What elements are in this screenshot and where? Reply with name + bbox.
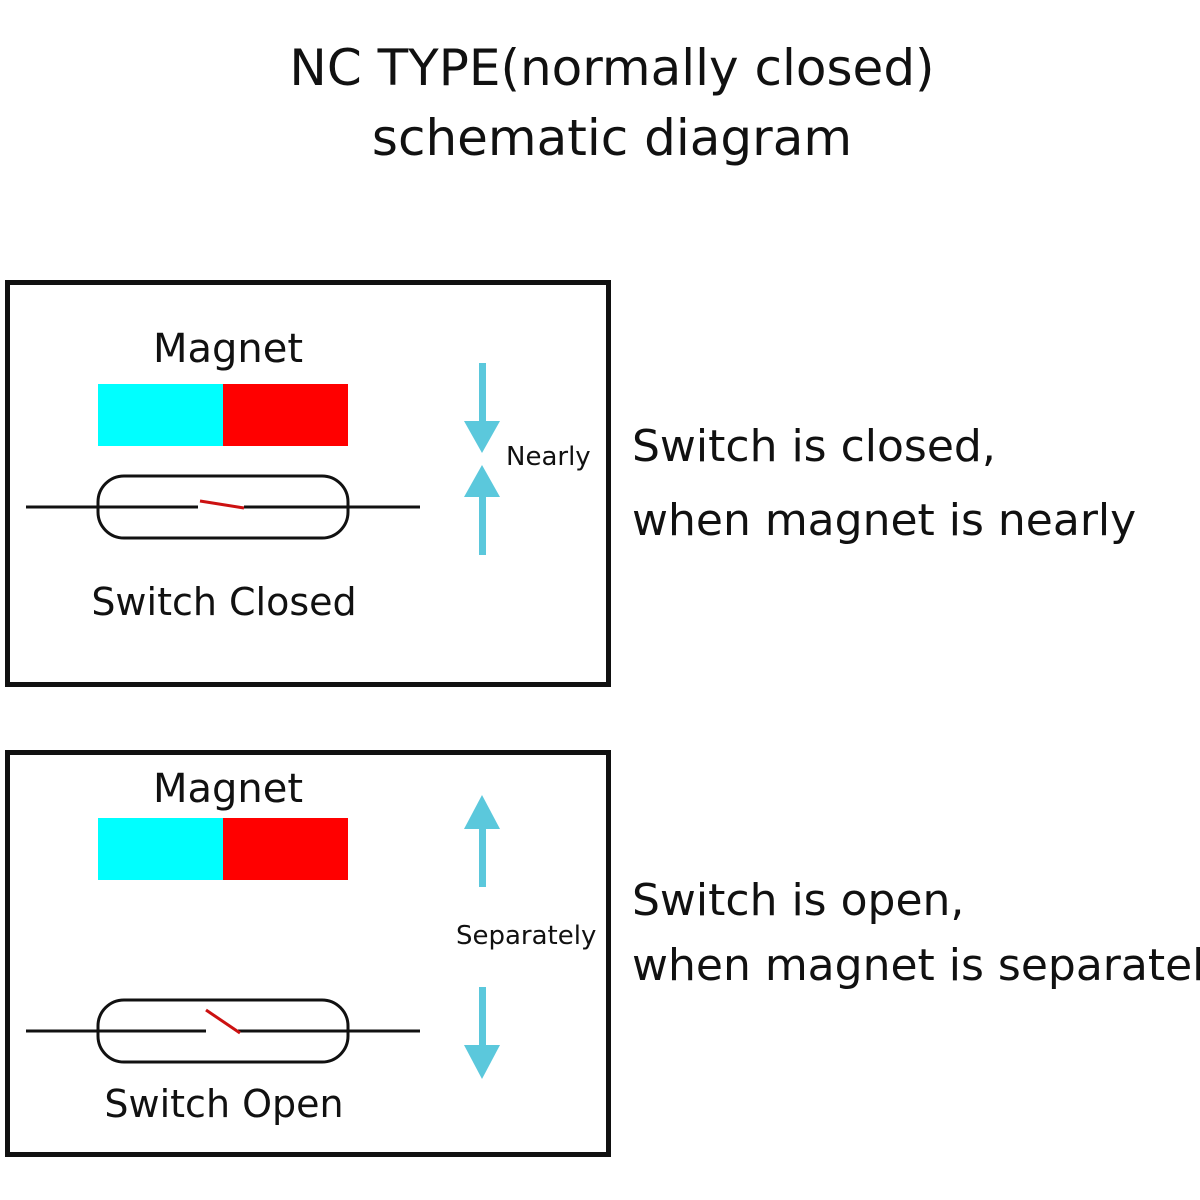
open-description-line-1: Switch is open, [632,875,965,926]
arrow-diverging-icon [464,795,500,1079]
magnet-south-pole [223,818,348,880]
reed-contact-open [205,1008,241,1035]
magnet-bar [98,818,348,880]
reed-switch-closed [26,474,420,540]
magnet-label: Magnet [152,766,304,812]
switch-state-label: Switch Open [104,1082,344,1126]
reed-switch-open [26,998,420,1064]
switch-state-label: Switch Closed [91,580,357,624]
diagram-title-line-2: schematic diagram [371,109,853,167]
magnet-bar [98,384,348,446]
closed-description-line-2: when magnet is nearly [632,495,1137,546]
magnet-north-pole [98,818,223,880]
magnet-south-pole [223,384,348,446]
motion-label: Separately [456,921,597,951]
closed-description-line-1: Switch is closed, [632,421,996,472]
reed-contact-closed [199,499,245,510]
arrow-down-icon [464,363,500,555]
motion-label: Nearly [506,442,591,472]
magnet-north-pole [98,384,223,446]
open-description-line-2: when magnet is separately [632,940,1200,991]
switch-open-panel: Magnet Switch Open Separately [5,750,611,1157]
diagram-title-line-1: NC TYPE(normally closed) [289,39,935,97]
switch-closed-panel: Magnet Switch Closed Nearly [5,280,611,687]
magnet-label: Magnet [152,326,304,372]
